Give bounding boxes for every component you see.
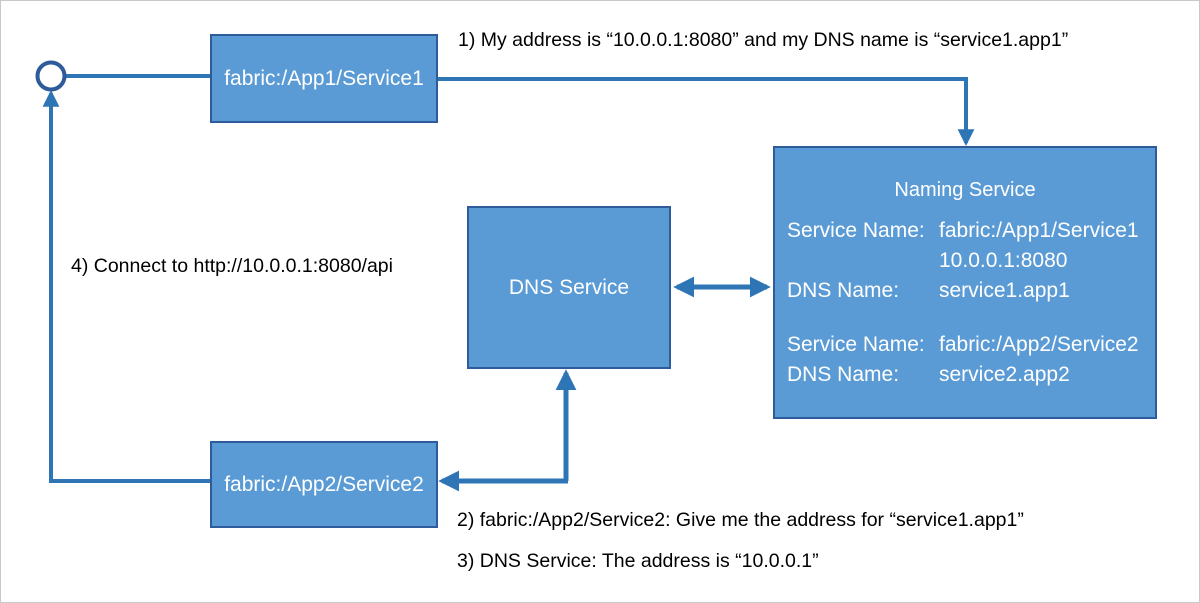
naming-row-value: service1.app1 <box>939 278 1070 302</box>
naming-row-value: 10.0.0.1:8080 <box>939 248 1068 272</box>
naming-row: DNS Name: service1.app1 <box>787 276 1155 306</box>
naming-row: Service Name: fabric:/App1/Service1 <box>787 216 1155 246</box>
naming-row: 10.0.0.1:8080 <box>787 246 1155 276</box>
naming-entry-separator <box>787 305 1155 330</box>
naming-row-key: DNS Name: <box>787 278 900 302</box>
node-naming-service[interactable]: Naming Service Service Name: fabric:/App… <box>773 146 1157 419</box>
naming-row-value: service2.app2 <box>939 363 1070 387</box>
node-dns-service-label: DNS Service <box>508 275 630 299</box>
annotation-step-3: 3) DNS Service: The address is “10.0.0.1… <box>457 550 819 572</box>
connector-app2-to-endpoint <box>42 89 210 483</box>
naming-row-value: fabric:/App2/Service2 <box>939 333 1139 357</box>
naming-row-value: fabric:/App1/Service1 <box>939 219 1139 242</box>
naming-row-key: Service Name: <box>787 219 925 242</box>
naming-row-key: Service Name: <box>787 333 925 357</box>
annotation-step-1: 1) My address is “10.0.0.1:8080” and my … <box>458 29 1069 51</box>
naming-row: Service Name: fabric:/App2/Service2 <box>787 330 1155 360</box>
annotation-step-2: 2) fabric:/App2/Service2: Give me the ad… <box>457 509 1024 531</box>
annotation-step-4: 4) Connect to http://10.0.0.1:8080/api <box>71 255 393 277</box>
node-app1-service1[interactable]: fabric:/App1/Service1 <box>210 34 438 123</box>
endpoint-circle <box>35 60 67 92</box>
naming-row-key <box>787 246 939 276</box>
naming-service-entry-1: Service Name: fabric:/App1/Service1 10.0… <box>775 216 1155 390</box>
node-naming-service-title: Naming Service <box>894 179 1036 201</box>
node-app2-service2[interactable]: fabric:/App2/Service2 <box>210 441 438 528</box>
connector-app1-to-naming <box>438 77 975 147</box>
naming-row: DNS Name: service2.app2 <box>787 360 1155 390</box>
node-dns-service[interactable]: DNS Service <box>467 206 671 369</box>
naming-row-key: DNS Name: <box>787 363 900 387</box>
node-app2-service2-label: fabric:/App2/Service2 <box>224 472 424 496</box>
node-app1-service1-label: fabric:/App1/Service1 <box>224 66 424 90</box>
